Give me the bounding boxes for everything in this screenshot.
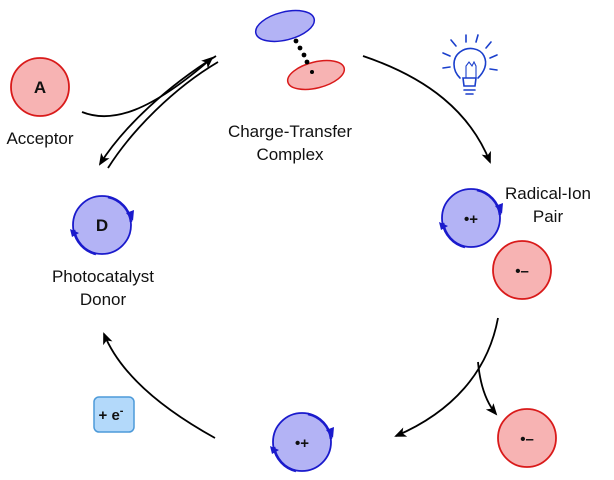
charge-transfer-complex [254, 9, 346, 91]
acceptor-ellipse [286, 59, 346, 91]
rotation-arrow-icon [70, 229, 79, 237]
radical-cation-pair: •+ [439, 188, 503, 249]
radical-anion-symbol: •– [515, 263, 529, 280]
lightbulb-icon [442, 34, 498, 95]
arrow-pair-to-catalyst [394, 317, 499, 437]
radical-anion-released: •– [497, 408, 557, 468]
electron-superscript: - [120, 405, 124, 417]
photocatalyst-label-line1: Photocatalyst [52, 267, 154, 286]
electron-label: + e- [99, 405, 124, 424]
arrow-anion-release [477, 361, 498, 416]
arrow-complex-to-donor-inner [107, 61, 219, 169]
radical-cation-symbol: •+ [464, 211, 478, 228]
acceptor-label: Acceptor [6, 129, 73, 148]
donor-ellipse [254, 9, 316, 43]
ct-complex-label-line2: Complex [256, 145, 324, 164]
rotation-arrow-icon [126, 210, 134, 221]
photocatalyst-label-line2: Donor [80, 290, 127, 309]
electron-badge: + e- [93, 396, 135, 433]
radical-ion-label-line2: Pair [533, 207, 564, 226]
acceptor-molecule: A [10, 57, 70, 117]
rotation-arrow-icon [439, 222, 448, 230]
arrow-complex-to-donor-outer [98, 55, 217, 166]
radical-dot [310, 70, 314, 74]
rotation-arrow-icon [270, 446, 279, 454]
ct-complex-label-line1: Charge-Transfer [228, 122, 352, 141]
donor-letter: D [96, 216, 108, 235]
arrow-acceptor-to-complex [81, 56, 214, 118]
cycle-arrows [81, 55, 499, 439]
radical-anion-released-symbol: •– [520, 431, 534, 448]
radical-ion-label-line1: Radical-Ion [505, 184, 591, 203]
arrow-light-excitation [362, 55, 491, 164]
radical-anion-pair: •– [492, 240, 552, 300]
rotation-arrow-icon [495, 203, 503, 214]
radical-cation-catalyst: •+ [270, 412, 334, 473]
radical-cation-catalyst-symbol: •+ [295, 435, 309, 452]
rotation-arrow-icon [326, 427, 334, 438]
dotted-interaction [293, 38, 310, 65]
arrow-reduction-to-donor [103, 332, 216, 439]
acceptor-letter: A [34, 78, 46, 97]
photocatalyst-donor: D [70, 195, 134, 256]
